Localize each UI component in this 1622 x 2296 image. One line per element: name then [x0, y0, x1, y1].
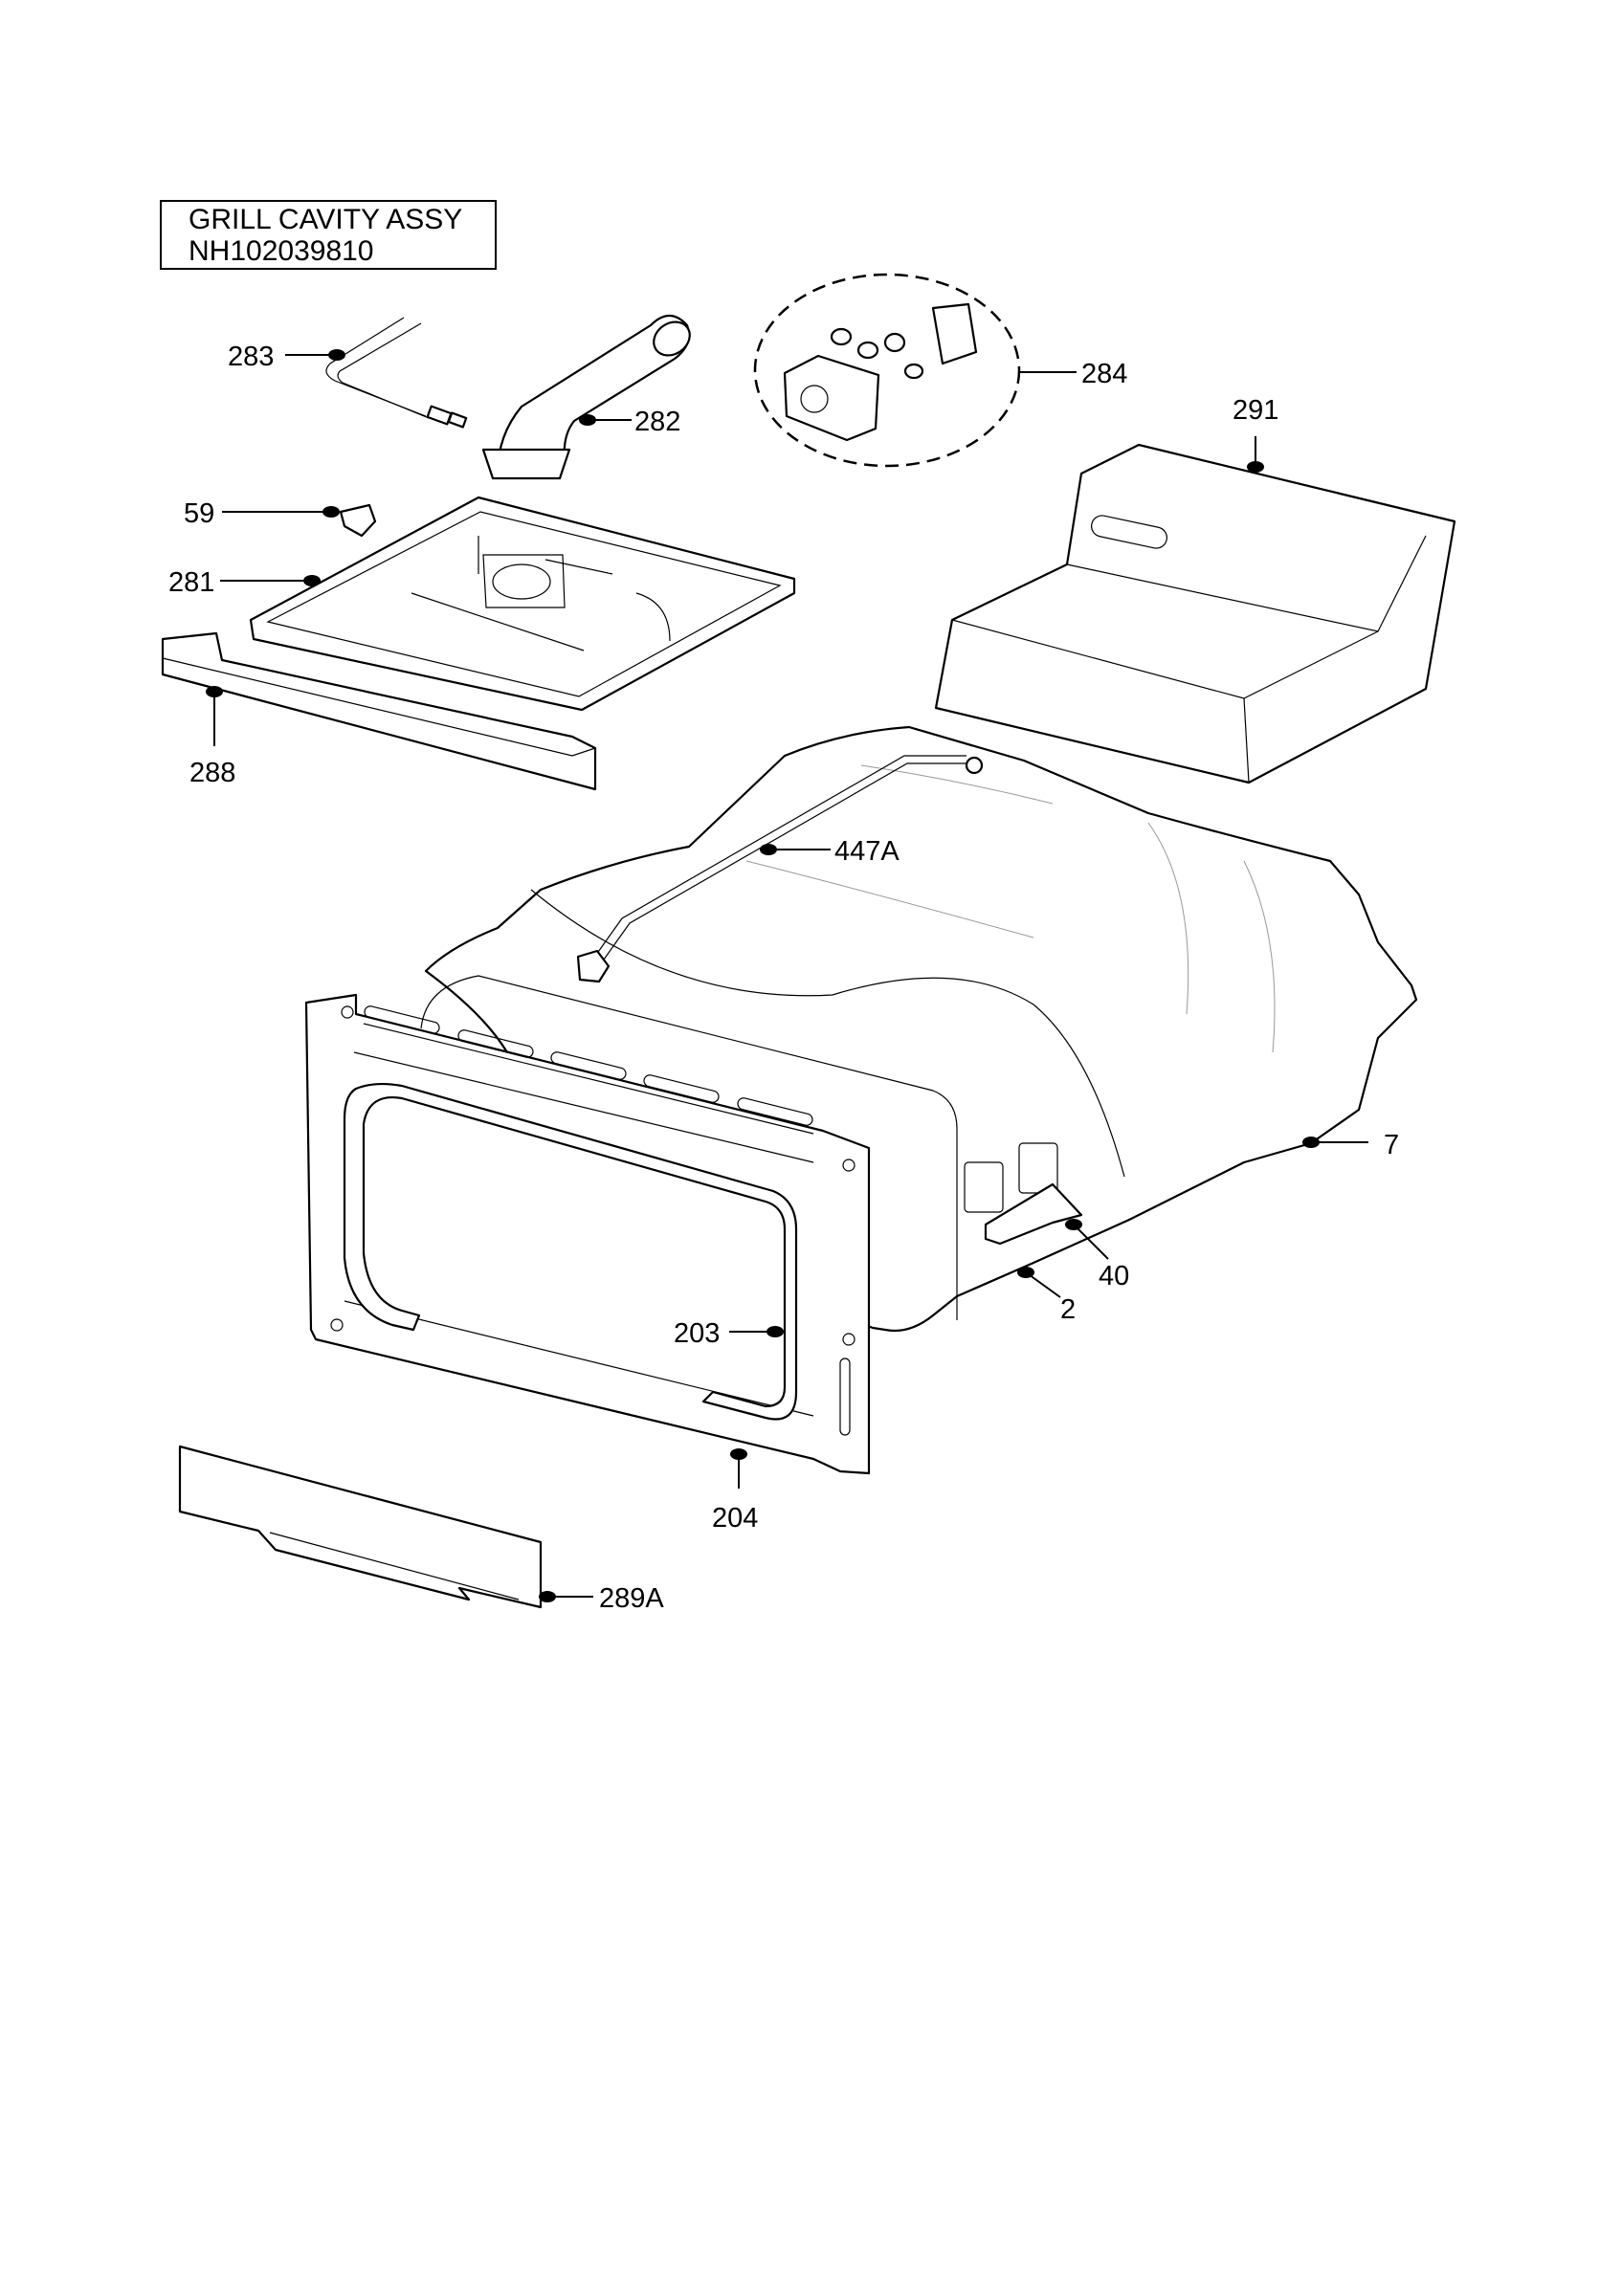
svg-text:204: 204 [712, 1503, 758, 1534]
assembly-name: GRILL CAVITY ASSY [189, 204, 463, 235]
callout-7: 7 [1302, 1130, 1399, 1160]
thermocouple-tube-part-447A [576, 755, 984, 983]
assembly-part-number: NH102039810 [189, 235, 374, 267]
svg-text:291: 291 [1233, 395, 1278, 426]
svg-text:59: 59 [184, 498, 214, 529]
callout-281: 281 [168, 567, 321, 598]
svg-text:7: 7 [1384, 1130, 1399, 1160]
svg-text:283: 283 [228, 342, 274, 372]
top-plate-part-281 [249, 496, 796, 712]
front-trim-part-288 [161, 631, 597, 791]
clip-part-59 [339, 503, 377, 538]
diagram-title-box: GRILL CAVITY ASSY NH102039810 [160, 200, 497, 270]
svg-text:281: 281 [168, 567, 214, 598]
svg-text:282: 282 [634, 407, 680, 437]
wire-part-283 [325, 317, 468, 429]
callout-59: 59 [184, 498, 340, 529]
callout-283: 283 [228, 342, 345, 372]
callout-447A: 447A [760, 836, 900, 867]
callout-291: 291 [1233, 395, 1278, 473]
callout-289A: 289A [539, 1583, 664, 1614]
callout-203: 203 [674, 1318, 784, 1349]
callout-284: 284 [1019, 359, 1127, 389]
svg-text:40: 40 [1099, 1261, 1129, 1292]
svg-text:203: 203 [674, 1318, 720, 1349]
fixing-kit-part-284 [753, 273, 1021, 468]
flue-pipe-part-282 [481, 314, 691, 480]
callout-204: 204 [712, 1448, 758, 1534]
callout-282: 282 [579, 407, 680, 437]
svg-text:2: 2 [1060, 1294, 1076, 1325]
svg-text:284: 284 [1081, 359, 1127, 389]
bottom-trim-part-289A [178, 1445, 543, 1609]
bracket-part-40 [984, 1182, 1083, 1246]
svg-text:447A: 447A [834, 836, 900, 867]
callout-40: 40 [1065, 1219, 1129, 1292]
svg-text:289A: 289A [599, 1583, 664, 1614]
callout-288: 288 [189, 686, 235, 788]
front-frame-part-204 [304, 993, 871, 1475]
seal-part-203 [343, 1082, 798, 1421]
callout-2: 2 [1017, 1267, 1076, 1325]
heat-shield-part-291 [934, 443, 1456, 784]
svg-text:288: 288 [189, 758, 235, 788]
